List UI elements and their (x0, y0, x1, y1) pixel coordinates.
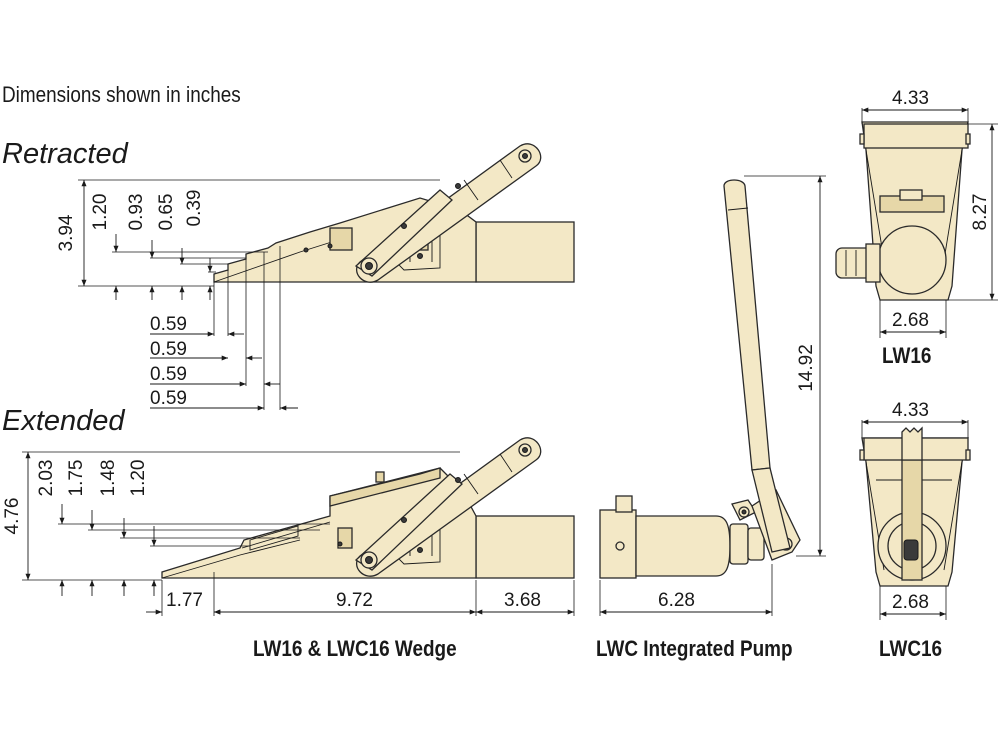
pump-drawing (599, 179, 801, 579)
dim-step-3: 0.59 (150, 364, 187, 385)
pump-body (635, 515, 731, 577)
retracted-block (329, 227, 353, 251)
dim-extended-height: 4.76 (2, 498, 23, 535)
retracted-cylinder (475, 221, 575, 283)
pump-caption: LWC Integrated Pump (596, 636, 793, 661)
dim-extended-h4: 1.20 (128, 460, 149, 497)
dim-extended-h2: 1.75 (66, 460, 87, 497)
retracted-label: Retracted (2, 138, 128, 170)
lwc16-handle-socket (901, 459, 923, 581)
extended-cylinder (475, 515, 575, 579)
lw16-dims: 4.33 8.27 2.68 (861, 88, 998, 338)
dim-cylinder-length: 3.68 (504, 590, 541, 611)
lwc16-drawing (859, 426, 971, 587)
dim-retracted-height: 3.94 (56, 214, 77, 251)
dim-lwc16-width: 4.33 (892, 400, 929, 421)
extended-height-dims: 4.76 2.03 1.75 1.48 1.20 (2, 451, 460, 596)
lwc16-dims: 4.33 2.68 (861, 400, 969, 620)
dim-tip-length: 1.77 (166, 590, 203, 611)
dim-extended-h1: 2.03 (36, 460, 57, 497)
wedge-length-dims: 1.77 9.72 3.68 (146, 572, 575, 616)
dim-retracted-h2: 0.93 (126, 194, 147, 231)
wedge-caption: LW16 & LWC16 Wedge (253, 636, 457, 661)
dim-lw16-base: 2.68 (892, 310, 929, 331)
extended-label: Extended (2, 405, 125, 437)
dim-lw16-height: 8.27 (970, 194, 991, 231)
extended-wedge-drawing (161, 437, 575, 579)
lwc16-caption: LWC16 (879, 636, 943, 661)
lw16-drawing (835, 121, 971, 301)
pump-handle (723, 179, 771, 471)
dim-extended-h3: 1.48 (98, 460, 119, 497)
dim-retracted-h1: 1.20 (90, 194, 111, 231)
dim-lwc16-base: 2.68 (892, 592, 929, 613)
dim-step-1: 0.59 (150, 314, 187, 335)
dimensions-note: Dimensions shown in inches (2, 82, 241, 107)
retracted-height-dims: 3.94 1.20 0.93 0.65 0.39 (56, 179, 440, 300)
dim-step-2: 0.59 (150, 339, 187, 360)
dim-pump-height: 14.92 (796, 344, 817, 392)
retracted-step-dims: 0.59 0.59 0.59 0.59 (150, 246, 298, 411)
dim-retracted-h4: 0.39 (184, 190, 205, 227)
dim-step-4: 0.59 (150, 388, 187, 409)
dim-retracted-h3: 0.65 (156, 194, 177, 231)
dim-pump-length: 6.28 (658, 590, 695, 611)
lw16-cylinder (877, 225, 947, 295)
lw16-caption: LW16 (882, 343, 932, 368)
dim-body-length: 9.72 (336, 590, 373, 611)
dim-lw16-width: 4.33 (892, 88, 929, 109)
pump-dims: 14.92 6.28 (599, 175, 826, 616)
retracted-wedge-drawing (213, 143, 575, 283)
